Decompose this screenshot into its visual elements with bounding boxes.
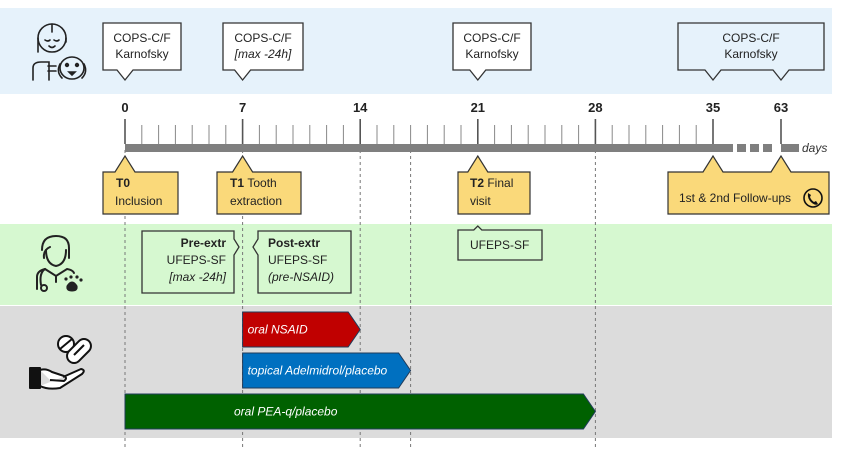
tick-label-7: 7 <box>239 100 246 115</box>
visit-code: T0 <box>116 176 130 190</box>
treatment-arrow-0: oral NSAID <box>242 311 361 348</box>
visit-box <box>667 154 830 215</box>
treatment-label: topical Adelmidrol/placebo <box>248 364 388 378</box>
vet-box <box>141 230 240 294</box>
vet-timing: (pre-NSAID) <box>268 270 334 284</box>
owner-callout: COPS-C/F [max -24h] <box>222 22 304 82</box>
visit-marker-follow-ups: 1st & 2nd Follow-ups <box>667 154 830 215</box>
treatment-label: oral NSAID <box>248 323 308 337</box>
visit-code: T1 <box>230 176 247 190</box>
tick-label-0: 0 <box>121 100 128 115</box>
visit-name: Final <box>487 176 513 190</box>
callout-shape <box>102 22 182 82</box>
tick-label-14: 14 <box>353 100 368 115</box>
axis-bar <box>125 144 733 152</box>
treatment-label: oral PEA-q/placebo <box>234 405 338 419</box>
vet-box <box>457 225 543 261</box>
axis-break-segment <box>763 144 772 152</box>
visit-code: T2 <box>470 176 487 190</box>
visit-marker-T1: T1 Tooth extraction <box>216 154 302 215</box>
axis-unit-label: days <box>802 141 827 155</box>
timeline-axis: days 0 7 14 21 28 35 63 <box>121 100 827 155</box>
callout-line1: COPS-C/F <box>234 31 291 45</box>
phone-icon <box>803 188 823 208</box>
visit-name-line2: extraction <box>230 194 282 208</box>
callout-line1: COPS-C/F <box>463 31 520 45</box>
visit-box <box>457 154 531 215</box>
axis-break-segment <box>737 144 746 152</box>
tick-label-63: 63 <box>774 100 788 115</box>
phone-icon-handset <box>807 193 818 205</box>
owner-with-dog-icon <box>32 23 87 81</box>
treatment-bar <box>242 352 412 389</box>
callout-line1: COPS-C/F <box>113 31 170 45</box>
vet-scale: UFEPS-SF <box>268 253 327 267</box>
tick-label-21: 21 <box>471 100 485 115</box>
owner-callout: COPS-C/F Karnofsky <box>102 22 182 82</box>
vet-assessment-final: UFEPS-SF <box>457 225 543 261</box>
visit-box <box>216 154 302 215</box>
tick-label-28: 28 <box>588 100 602 115</box>
visit-name: Tooth <box>247 176 276 190</box>
vet-title: Pre-extr <box>181 236 227 250</box>
treatment-arrow-1: topical Adelmidrol/placebo <box>242 352 412 389</box>
owner-callout: COPS-C/F Karnofsky <box>452 22 532 82</box>
tick-label-35: 35 <box>706 100 720 115</box>
visit-marker-T2: T2 Final visit <box>457 154 531 215</box>
vet-box <box>252 230 352 294</box>
treatment-bar <box>124 393 597 430</box>
visit-name-line2: visit <box>470 194 491 208</box>
phone-icon-ring <box>803 188 823 208</box>
vet-scale: UFEPS-SF <box>167 253 226 267</box>
callout-line2: Karnofsky <box>465 47 518 61</box>
callout-shape <box>677 22 825 82</box>
visit-label: T1 Tooth <box>230 176 277 190</box>
owner-callout: COPS-C/F Karnofsky <box>677 22 825 82</box>
treatment-arrow-2: oral PEA-q/placebo <box>124 393 597 430</box>
callout-line2: [max -24h] <box>234 47 292 61</box>
visit-name: 1st & 2nd Follow-ups <box>679 191 791 205</box>
vet-scale: UFEPS-SF <box>470 238 529 252</box>
visit-box <box>102 154 179 215</box>
veterinarian-icon <box>36 234 83 292</box>
treatment-arrows: oral NSAID topical Adelmidrol/placebo oral… <box>124 311 597 430</box>
callout-line1: COPS-C/F <box>722 31 779 45</box>
treatment-bar <box>242 311 361 348</box>
vet-timing: [max -24h] <box>168 270 226 284</box>
visit-name: Inclusion <box>115 194 162 208</box>
vet-title: Post-extr <box>268 236 320 250</box>
axis-break-segment <box>750 144 759 152</box>
callout-line2: Karnofsky <box>115 47 168 61</box>
callout-shape <box>452 22 532 82</box>
axis-bar-end <box>781 144 799 152</box>
callout-shape <box>222 22 304 82</box>
hand-with-pills-icon <box>29 335 92 390</box>
vet-assessment-band <box>0 224 832 305</box>
visit-label: T2 Final <box>470 176 513 190</box>
callout-line2: Karnofsky <box>724 47 777 61</box>
